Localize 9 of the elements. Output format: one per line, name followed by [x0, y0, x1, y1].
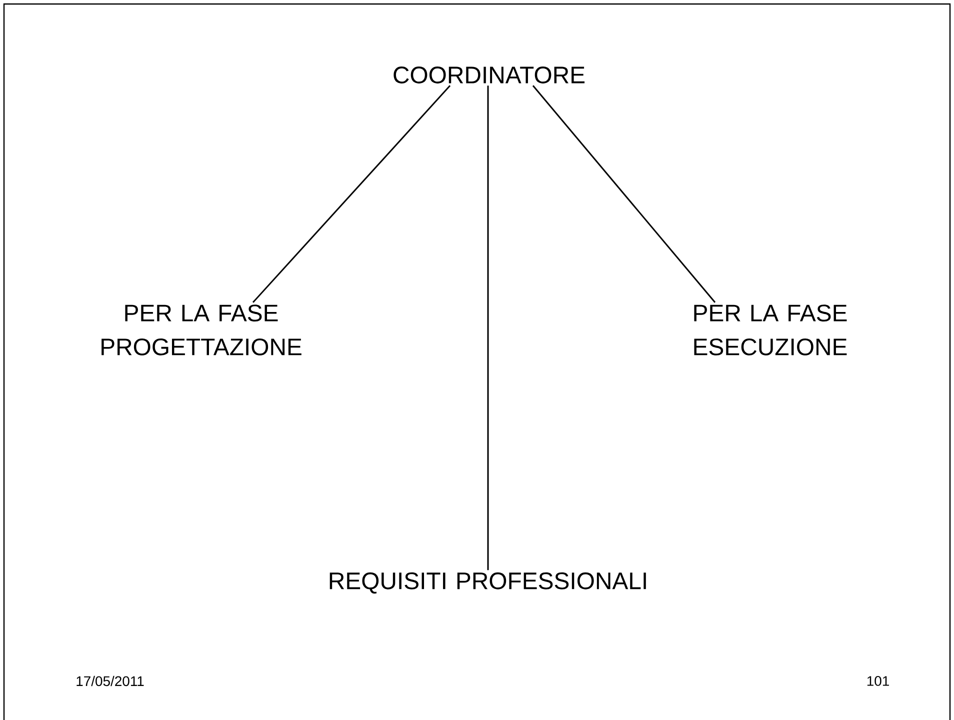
connector-line [487, 86, 489, 570]
node-label: PER LA FASE PROGETTAZIONE [102, 304, 302, 356]
node-label: REQUISITI PROFESSIONALI [330, 572, 646, 594]
connector-line [532, 85, 716, 303]
connector-line [252, 85, 451, 303]
node-label: PER LA FASE ESECUZIONE [694, 304, 847, 356]
footer-text: 17/05/2011 [76, 676, 144, 686]
footer-text: 101 [867, 676, 889, 686]
node-label: COORDINATORE [394, 66, 585, 84]
